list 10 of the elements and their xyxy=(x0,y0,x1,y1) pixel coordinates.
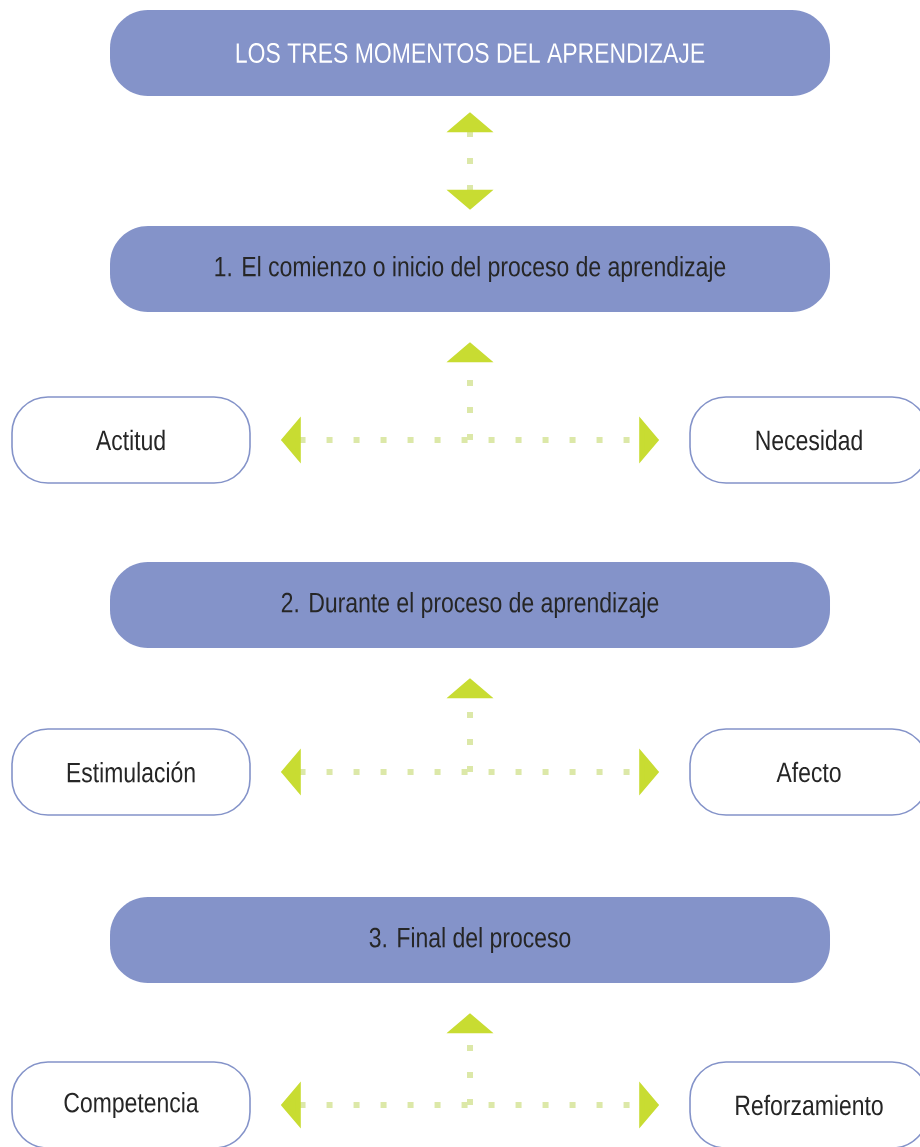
stage-band: 3. Final del proceso xyxy=(110,897,830,983)
stage-band: 1. El comienzo o inicio del proceso de aprendizaje xyxy=(110,226,830,312)
concept-box: Competencia xyxy=(11,1061,251,1147)
concept-box: Necesidad xyxy=(689,396,920,484)
stage-band: 2. Durante el proceso de aprendizaje xyxy=(110,562,830,648)
heading-band: LOS TRES MOMENTOS DEL APRENDIZAJE xyxy=(110,10,830,96)
concept-box: Afecto xyxy=(689,728,920,816)
concept-box: Reforzamiento xyxy=(689,1061,920,1147)
concept-box: Estimulación xyxy=(11,728,251,816)
concept-box: Actitud xyxy=(11,396,251,484)
